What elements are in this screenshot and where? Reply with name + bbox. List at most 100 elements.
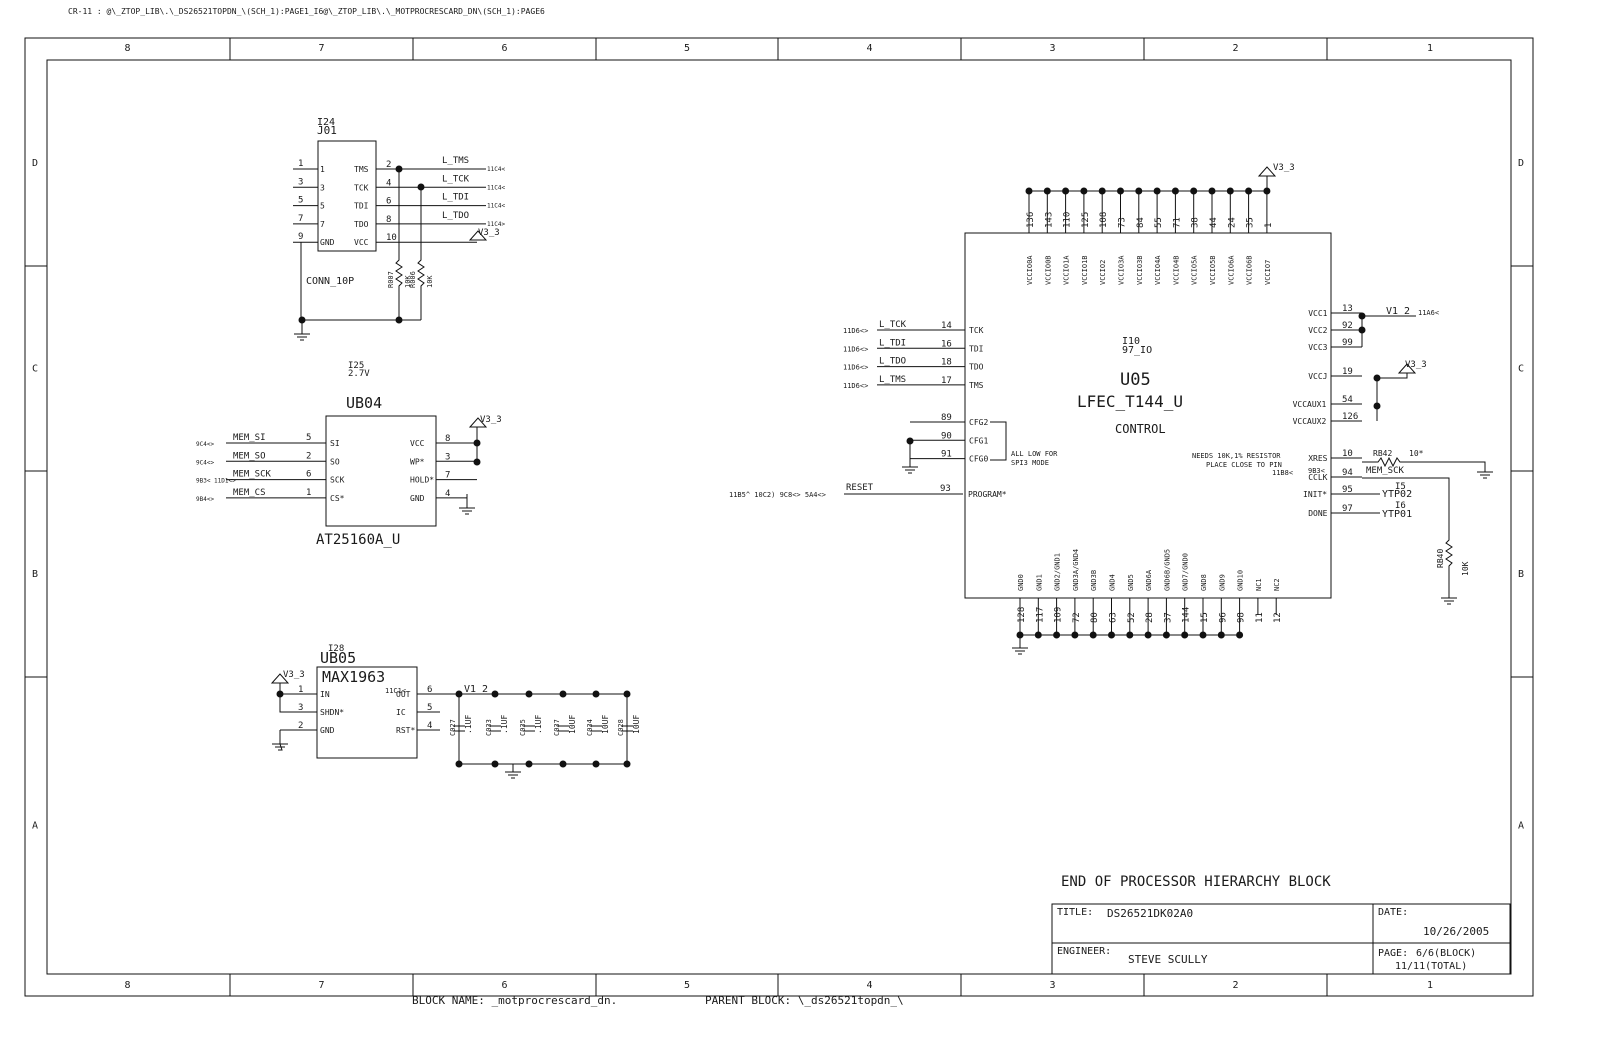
frame-col-label-bottom: 4: [867, 980, 873, 991]
u05-bottom-pin-name: GND4: [1109, 574, 1117, 591]
u05-bottom-pin-number: 72: [1072, 612, 1082, 623]
u05-top-pin-number: 110: [1063, 212, 1073, 228]
frame-col-label-bottom: 2: [1233, 980, 1239, 991]
tp-02: YTP02: [1382, 489, 1412, 500]
u05-bottom-pin-number: 144: [1182, 607, 1192, 623]
ub05-power: V3_3: [283, 670, 305, 680]
u05-bottom-pin-name: GND0: [1017, 574, 1025, 591]
j01-pin-signal: TDI: [354, 202, 369, 211]
j01-pin-name-inner: 7: [320, 220, 325, 229]
u05-bottom-pin-number: 37: [1163, 612, 1173, 623]
ub05-pin-name: IN: [320, 690, 330, 699]
frame-col-label-top: 3: [1050, 43, 1056, 54]
u05-top-pin-number: 1: [1264, 223, 1274, 228]
j01-ref: J01: [317, 124, 337, 137]
j01-pin-name-inner: 5: [320, 202, 325, 211]
u05-cfg-pin-number: 91: [941, 450, 952, 460]
j01-pin-name-inner: 3: [320, 183, 325, 192]
u05-right-pin-name: INIT*: [1303, 490, 1327, 499]
u05-top-pin-number: 108: [1099, 212, 1109, 228]
title-label: TITLE:: [1057, 907, 1093, 918]
ub04-pin-name: HOLD*: [410, 476, 434, 485]
capacitor-value: .1UF: [500, 715, 509, 734]
u05-top-pin-name: VCCIO2: [1099, 260, 1107, 285]
u05-jtag-xref: 11D6<>: [843, 327, 868, 335]
u05-bottom-pin-name: GND6A: [1145, 569, 1153, 591]
fpga-u05: I10 97_IO U05 LFEC_T144_U CONTROL 136VCC…: [729, 163, 1493, 655]
ub05-out-net: V1_2: [464, 684, 488, 695]
footer-block-name: BLOCK NAME: _motprocrescard_dn.: [412, 994, 617, 1007]
u05-top-pin-name: VCCIO6B: [1246, 255, 1254, 285]
ub04-pin-number: 7: [445, 471, 450, 481]
j01-pin-name-inner: GND: [320, 238, 335, 247]
u05-top-pin-name: VCCIO0A: [1026, 255, 1034, 285]
j01-pin-number: 6: [386, 197, 391, 207]
program-pin: PROGRAM*: [968, 490, 1007, 499]
u05-bottom-pin-name: GND3B: [1090, 570, 1098, 591]
ub05-out-ref: 11C1<: [385, 687, 406, 695]
engineer-value: STEVE SCULLY: [1128, 953, 1208, 966]
ub04-xref: 9C4<>: [196, 441, 214, 448]
page-value: 6/6(BLOCK): [1416, 948, 1476, 959]
j01-net-label: L_TMS: [442, 156, 469, 166]
r007-value: 10K: [404, 275, 412, 288]
u05-jtag-pin-number: 18: [941, 358, 952, 368]
ub05-inst: I28: [328, 644, 344, 654]
u05-bottom-pin-name: GND5: [1127, 574, 1135, 591]
ub05-pin-name: SHDN*: [320, 708, 344, 717]
j01-net-label: L_TDO: [442, 211, 469, 221]
u05-jtag-pin-number: 16: [941, 339, 952, 349]
junction-dot: [559, 690, 567, 698]
u05-bottom-pin-number: 98: [1237, 612, 1247, 623]
ub04-pin-number: 4: [445, 489, 450, 499]
u05-bottom-pin-name: GND2/GND1: [1054, 553, 1062, 591]
frame-col-label-bottom: 8: [125, 980, 131, 991]
u05-top-pin-name: VCCIO1A: [1063, 255, 1071, 285]
xres-note-1: NEEDS 10K,1% RESISTOR: [1192, 452, 1281, 460]
cfg-note-1: ALL LOW FOR: [1011, 450, 1058, 458]
u05-top-pin-name: VCCIO3A: [1118, 255, 1126, 285]
ub04-xref: 9B4<>: [196, 496, 214, 503]
j01-inst: I24: [317, 117, 335, 128]
ub05-pin-number: 3: [298, 703, 303, 713]
capacitor-name: C037: [553, 719, 561, 736]
j01-net-ref: 11C4<: [487, 166, 505, 173]
u05-cfg-pin-number: 89: [941, 413, 952, 423]
title-value: DS26521DK02A0: [1107, 907, 1193, 920]
junction-dot: [455, 760, 463, 768]
capacitor-value: .1UF: [464, 715, 473, 734]
u05-bottom-pin-number: 11: [1255, 612, 1265, 623]
j01-pin-signal: TCK: [354, 183, 369, 192]
tp-i5: I5: [1395, 482, 1406, 492]
u05-jtag-net: L_TDO: [879, 357, 906, 367]
j01-pin-number-outer: 5: [298, 196, 303, 206]
ub05-pin-number: 2: [298, 721, 303, 731]
u05-bottom-pin-number: 28: [1145, 612, 1155, 623]
junction-dot: [559, 760, 567, 768]
ub04-pin-name: GND: [410, 494, 425, 503]
date-value: 10/26/2005: [1423, 925, 1489, 938]
j01-net-label: L_TDI: [442, 193, 469, 203]
header-path: CR-11 : @\_ZTOP_LIB\.\_DS26521TOPDN_\(SC…: [68, 7, 545, 16]
u05-top-pin-number: 143: [1044, 212, 1054, 228]
ub04-pin-number: 5: [306, 433, 311, 443]
u05-bottom-pin-name: NC2: [1273, 578, 1281, 591]
u05-top-pin-name: VCCIO4A: [1154, 255, 1162, 285]
u05-bottom-pin-number: 128: [1017, 607, 1027, 623]
u05-jtag-xref: 11D6<>: [843, 345, 868, 353]
j01-value: CONN_10P: [306, 276, 354, 287]
u05-top-pin-name: VCCIO5A: [1191, 255, 1199, 285]
junction-dot: [491, 760, 499, 768]
j01-pin-signal: TMS: [354, 165, 369, 174]
u05-top-pin-number: 44: [1209, 217, 1219, 228]
frame-row-label-left: D: [32, 158, 38, 169]
ub05-pin-name: IC: [396, 708, 406, 717]
ub04-pin-name: WP*: [410, 457, 425, 466]
junction-dot: [491, 690, 499, 698]
u05-bottom-pin-name: NC1: [1255, 578, 1263, 591]
u05-right-pin-name: XRES: [1308, 454, 1327, 463]
u05-jtag-pin-name: TDO: [969, 363, 984, 372]
